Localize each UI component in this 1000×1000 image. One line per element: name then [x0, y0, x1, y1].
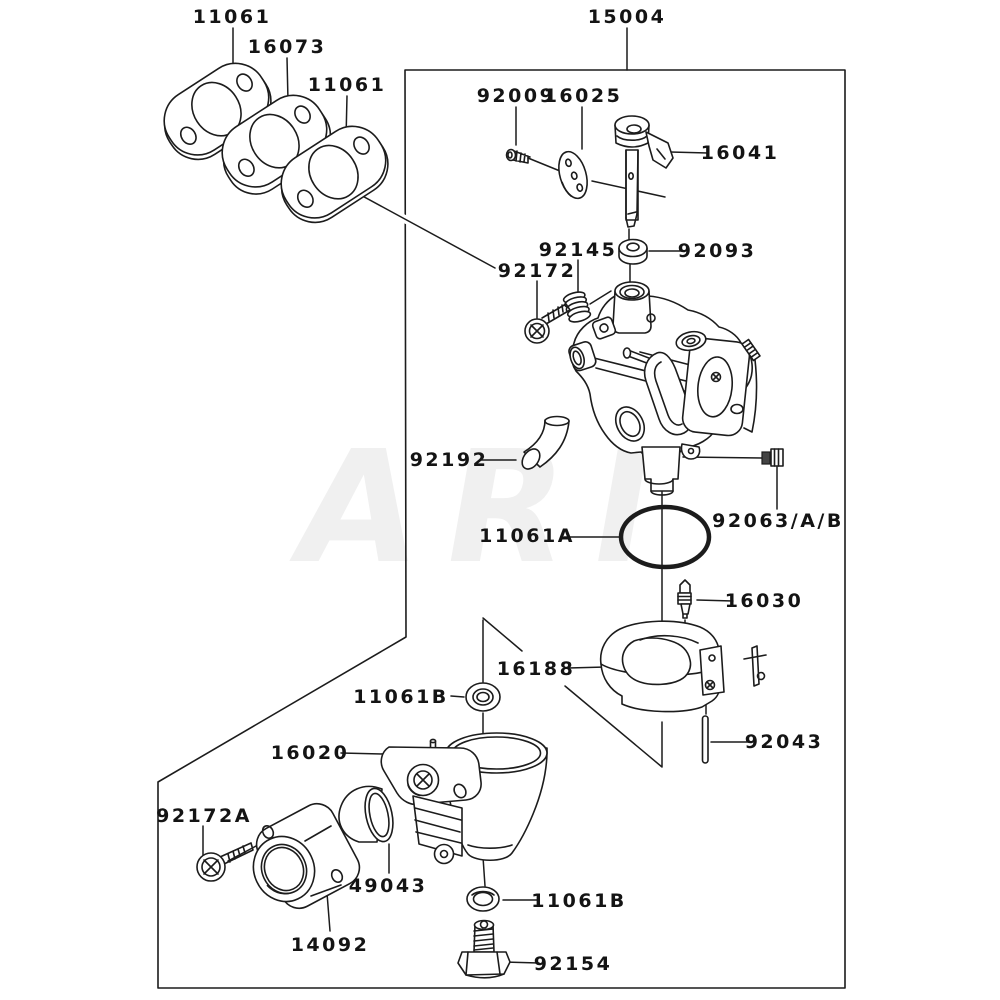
o-ring-11061A-drawing: [618, 504, 712, 570]
part-label-14092[interactable]: 14092: [290, 934, 370, 956]
screw-92172-drawing: [524, 303, 571, 344]
part-label-92093[interactable]: 92093: [677, 240, 757, 262]
part-label-11061-b[interactable]: 11061: [307, 74, 387, 96]
part-label-11061A[interactable]: 11061A: [479, 525, 575, 547]
o-ring-11061B-upper-drawing: [465, 682, 501, 712]
part-label-16025[interactable]: 16025: [543, 85, 623, 107]
screw-92009-drawing: [505, 148, 531, 164]
breather-tube-92192-drawing: [521, 415, 570, 470]
choke-shaft-16041-drawing: [614, 115, 674, 228]
part-label-11061B-b[interactable]: 11061B: [531, 890, 627, 912]
screw-92172A-drawing: [196, 842, 254, 882]
carburetor-body-drawing: [568, 281, 761, 496]
part-label-92145[interactable]: 92145: [538, 239, 618, 261]
insulator-flange-14092-drawing: [252, 802, 361, 910]
part-label-92172A[interactable]: 92172A: [156, 805, 252, 827]
part-label-92192[interactable]: 92192: [409, 449, 489, 471]
float-bowl-16020-drawing: [380, 732, 548, 865]
o-ring-11061B-lower-drawing: [466, 886, 500, 912]
part-label-16041[interactable]: 16041: [700, 142, 780, 164]
part-label-11061B-a[interactable]: 11061B: [353, 686, 449, 708]
cap-49043-drawing: [338, 785, 394, 843]
part-label-92154[interactable]: 92154: [533, 953, 613, 975]
part-label-92043[interactable]: 92043: [744, 731, 824, 753]
part-label-16020[interactable]: 16020: [270, 742, 350, 764]
part-label-16188[interactable]: 16188: [496, 658, 576, 680]
jet-92063-drawing: [761, 448, 784, 467]
part-label-11061-a[interactable]: 11061: [192, 6, 272, 28]
part-label-92063[interactable]: 92063/A/B: [712, 510, 844, 532]
float-16188-drawing: [599, 620, 767, 713]
washer-92093-drawing: [618, 238, 648, 265]
part-label-92009[interactable]: 92009: [476, 85, 556, 107]
part-label-92172[interactable]: 92172: [497, 260, 577, 282]
drain-screw-92154-drawing: [457, 919, 511, 979]
part-label-16030[interactable]: 16030: [724, 590, 804, 612]
part-label-15004[interactable]: 15004: [587, 6, 667, 28]
part-label-49043[interactable]: 49043: [348, 875, 428, 897]
float-pin-92043-drawing: [701, 715, 709, 764]
choke-plate-16025-drawing: [558, 150, 588, 200]
part-label-16073[interactable]: 16073: [247, 36, 327, 58]
parts-box-outline: [157, 69, 846, 989]
needle-valve-16030-drawing: [677, 579, 692, 619]
